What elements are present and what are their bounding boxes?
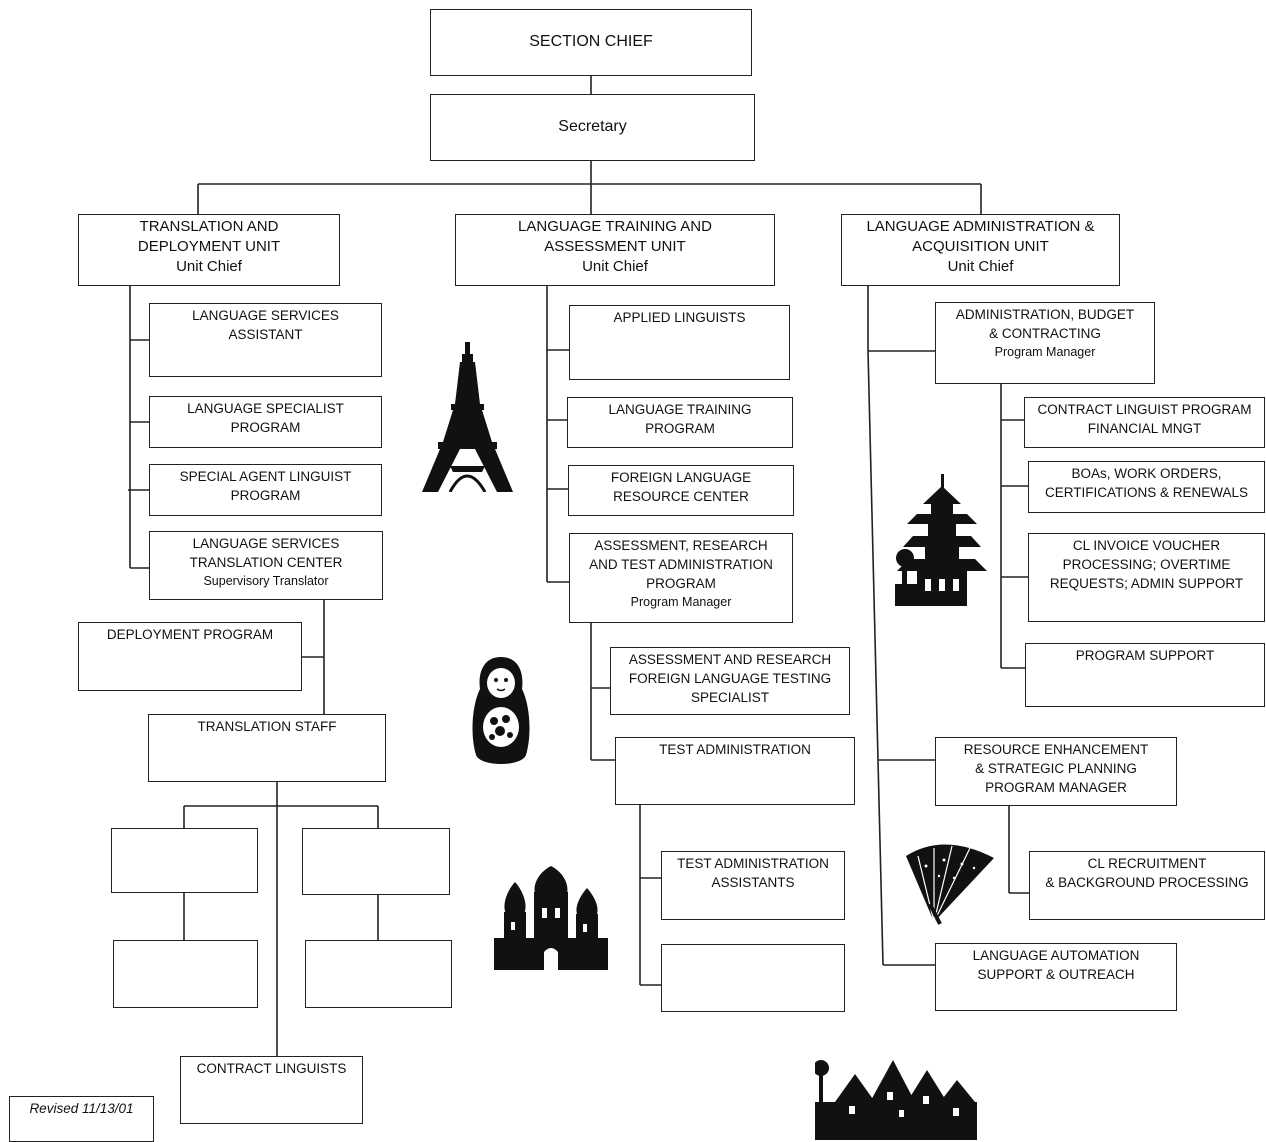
box-line: SUPPORT & OUTREACH [977, 967, 1135, 982]
revised-date: 11/13/01 [81, 1101, 134, 1116]
box-line: TEST ADMINISTRATION [677, 856, 829, 871]
assessment-research-test-administration-box: ASSESSMENT, RESEARCH AND TEST ADMINISTRA… [569, 533, 793, 623]
revised-date-box: Revised 11/13/01 [9, 1096, 154, 1142]
unit-chief-label: Unit Chief [582, 258, 648, 275]
language-training-program-box: LANGUAGE TRAINING PROGRAM [567, 397, 793, 448]
empty-staff-box [113, 940, 258, 1008]
box-line: TEST ADMINISTRATION [659, 742, 811, 757]
matryoshka-doll-icon [472, 657, 530, 764]
unit-title-line: DEPLOYMENT UNIT [137, 238, 281, 255]
revised-label: Revised [29, 1101, 79, 1116]
unit-title-line: LANGUAGE TRAINING AND [518, 218, 712, 235]
box-line: PROCESSING; OVERTIME [1062, 557, 1231, 572]
language-services-assistant-box: LANGUAGE SERVICES ASSISTANT [149, 303, 382, 377]
language-training-assessment-unit-box: LANGUAGE TRAINING AND ASSESSMENT UNIT Un… [455, 214, 775, 286]
box-line: TRANSLATION CENTER [189, 555, 343, 570]
box-line: RESOURCE CENTER [613, 489, 749, 504]
foreign-language-resource-center-box: FOREIGN LANGUAGE RESOURCE CENTER [568, 465, 794, 516]
box-line: SPECIALIST [690, 690, 770, 705]
box-line: CONTRACT LINGUISTS [196, 1061, 347, 1076]
box-line: FINANCIAL MNGT [1087, 421, 1202, 436]
translation-staff-box: TRANSLATION STAFF [148, 714, 386, 782]
applied-linguists-box: APPLIED LINGUISTS [569, 305, 790, 380]
box-line: CONTRACT LINGUIST PROGRAM [1037, 402, 1252, 417]
box-line: CL RECRUITMENT [1087, 856, 1207, 871]
test-administration-assistants-box: TEST ADMINISTRATION ASSISTANTS [661, 851, 845, 920]
box-line: LANGUAGE SPECIALIST [187, 401, 344, 416]
box-line: FOREIGN LANGUAGE TESTING [628, 671, 832, 686]
box-line: LANGUAGE SERVICES [192, 308, 339, 323]
box-line: ASSESSMENT AND RESEARCH [628, 652, 832, 667]
box-line: PROGRAM SUPPORT [1075, 648, 1215, 663]
box-line: AND TEST ADMINISTRATION [589, 557, 773, 572]
supervisory-translator-label: Supervisory Translator [203, 574, 329, 588]
box-line: PROGRAM [230, 488, 301, 503]
cl-invoice-voucher-box: CL INVOICE VOUCHER PROCESSING; OVERTIME … [1028, 533, 1265, 622]
secretary-box: Secretary [430, 94, 755, 161]
assessment-research-foreign-language-testing-box: ASSESSMENT AND RESEARCH FOREIGN LANGUAGE… [610, 647, 850, 715]
contract-linguist-program-financial-box: CONTRACT LINGUIST PROGRAM FINANCIAL MNGT [1024, 397, 1265, 448]
empty-staff-box [302, 828, 450, 895]
unit-title-line: ASSESSMENT UNIT [544, 238, 686, 255]
language-specialist-program-box: LANGUAGE SPECIALIST PROGRAM [149, 396, 382, 448]
section-chief-label: SECTION CHIEF [529, 33, 653, 50]
box-line: BOAs, WORK ORDERS, [1071, 466, 1222, 481]
boas-work-orders-box: BOAs, WORK ORDERS, CERTIFICATIONS & RENE… [1028, 461, 1265, 513]
unit-title-line: LANGUAGE ADMINISTRATION & [866, 218, 1095, 235]
unit-chief-label: Unit Chief [176, 258, 242, 275]
box-line: LANGUAGE SERVICES [192, 536, 340, 551]
box-line: & STRATEGIC PLANNING [975, 761, 1137, 776]
language-services-translation-center-box: LANGUAGE SERVICES TRANSLATION CENTER Sup… [149, 531, 383, 600]
box-line: PROGRAM [645, 421, 715, 436]
secretary-label: Secretary [558, 118, 627, 135]
program-support-box: PROGRAM SUPPORT [1025, 643, 1265, 707]
unit-title-line: ACQUISITION UNIT [912, 238, 1049, 255]
test-administration-box: TEST ADMINISTRATION [615, 737, 855, 805]
box-line: CERTIFICATIONS & RENEWALS [1044, 485, 1249, 500]
cl-recruitment-background-box: CL RECRUITMENT & BACKGROUND PROCESSING [1029, 851, 1265, 920]
box-line: TRANSLATION STAFF [197, 719, 337, 734]
box-line: LANGUAGE TRAINING [608, 402, 752, 417]
pagoda-icon [895, 474, 987, 606]
section-chief-box: SECTION CHIEF [430, 9, 752, 76]
box-line: & BACKGROUND PROCESSING [1045, 875, 1249, 890]
unit-title-line: TRANSLATION AND [139, 218, 279, 235]
language-automation-support-outreach-box: LANGUAGE AUTOMATION SUPPORT & OUTREACH [935, 943, 1177, 1011]
hand-fan-icon [906, 844, 994, 925]
box-line: RESOURCE ENHANCEMENT [963, 742, 1149, 757]
empty-test-box [661, 944, 845, 1012]
language-administration-acquisition-unit-box: LANGUAGE ADMINISTRATION & ACQUISITION UN… [841, 214, 1120, 286]
unit-chief-label: Unit Chief [947, 258, 1014, 275]
deployment-program-box: DEPLOYMENT PROGRAM [78, 622, 302, 691]
box-line: PROGRAM [230, 420, 301, 435]
empty-staff-box [305, 940, 452, 1008]
box-line: ADMINISTRATION, BUDGET [955, 307, 1135, 322]
box-line: ASSESSMENT, RESEARCH [594, 538, 768, 553]
box-line: PROGRAM [646, 576, 716, 591]
program-manager-label: Program Manager [630, 595, 732, 609]
onion-dome-cathedral-icon [494, 854, 608, 970]
administration-budget-contracting-box: ADMINISTRATION, BUDGET & CONTRACTING Pro… [935, 302, 1155, 384]
village-houses-icon [815, 1060, 977, 1140]
empty-staff-box [111, 828, 258, 893]
box-line: & CONTRACTING [989, 326, 1101, 341]
box-line: DEPLOYMENT PROGRAM [106, 627, 274, 642]
box-line: APPLIED LINGUISTS [613, 310, 746, 325]
program-manager-label: Program Manager [994, 345, 1096, 359]
box-line: CL INVOICE VOUCHER [1072, 538, 1221, 553]
special-agent-linguist-program-box: SPECIAL AGENT LINGUIST PROGRAM [149, 464, 382, 516]
box-line: PROGRAM MANAGER [985, 780, 1127, 795]
eiffel-tower-icon [422, 342, 513, 492]
box-line: REQUESTS; ADMIN SUPPORT [1049, 576, 1244, 591]
translation-deployment-unit-box: TRANSLATION AND DEPLOYMENT UNIT Unit Chi… [78, 214, 340, 286]
box-line: ASSISTANT [228, 327, 303, 342]
box-line: ASSISTANTS [711, 875, 795, 890]
contract-linguists-box: CONTRACT LINGUISTS [180, 1056, 363, 1124]
resource-enhancement-strategic-planning-box: RESOURCE ENHANCEMENT & STRATEGIC PLANNIN… [935, 737, 1177, 806]
box-line: FOREIGN LANGUAGE [610, 470, 752, 485]
box-line: SPECIAL AGENT LINGUIST [179, 469, 352, 484]
box-line: LANGUAGE AUTOMATION [972, 948, 1140, 963]
